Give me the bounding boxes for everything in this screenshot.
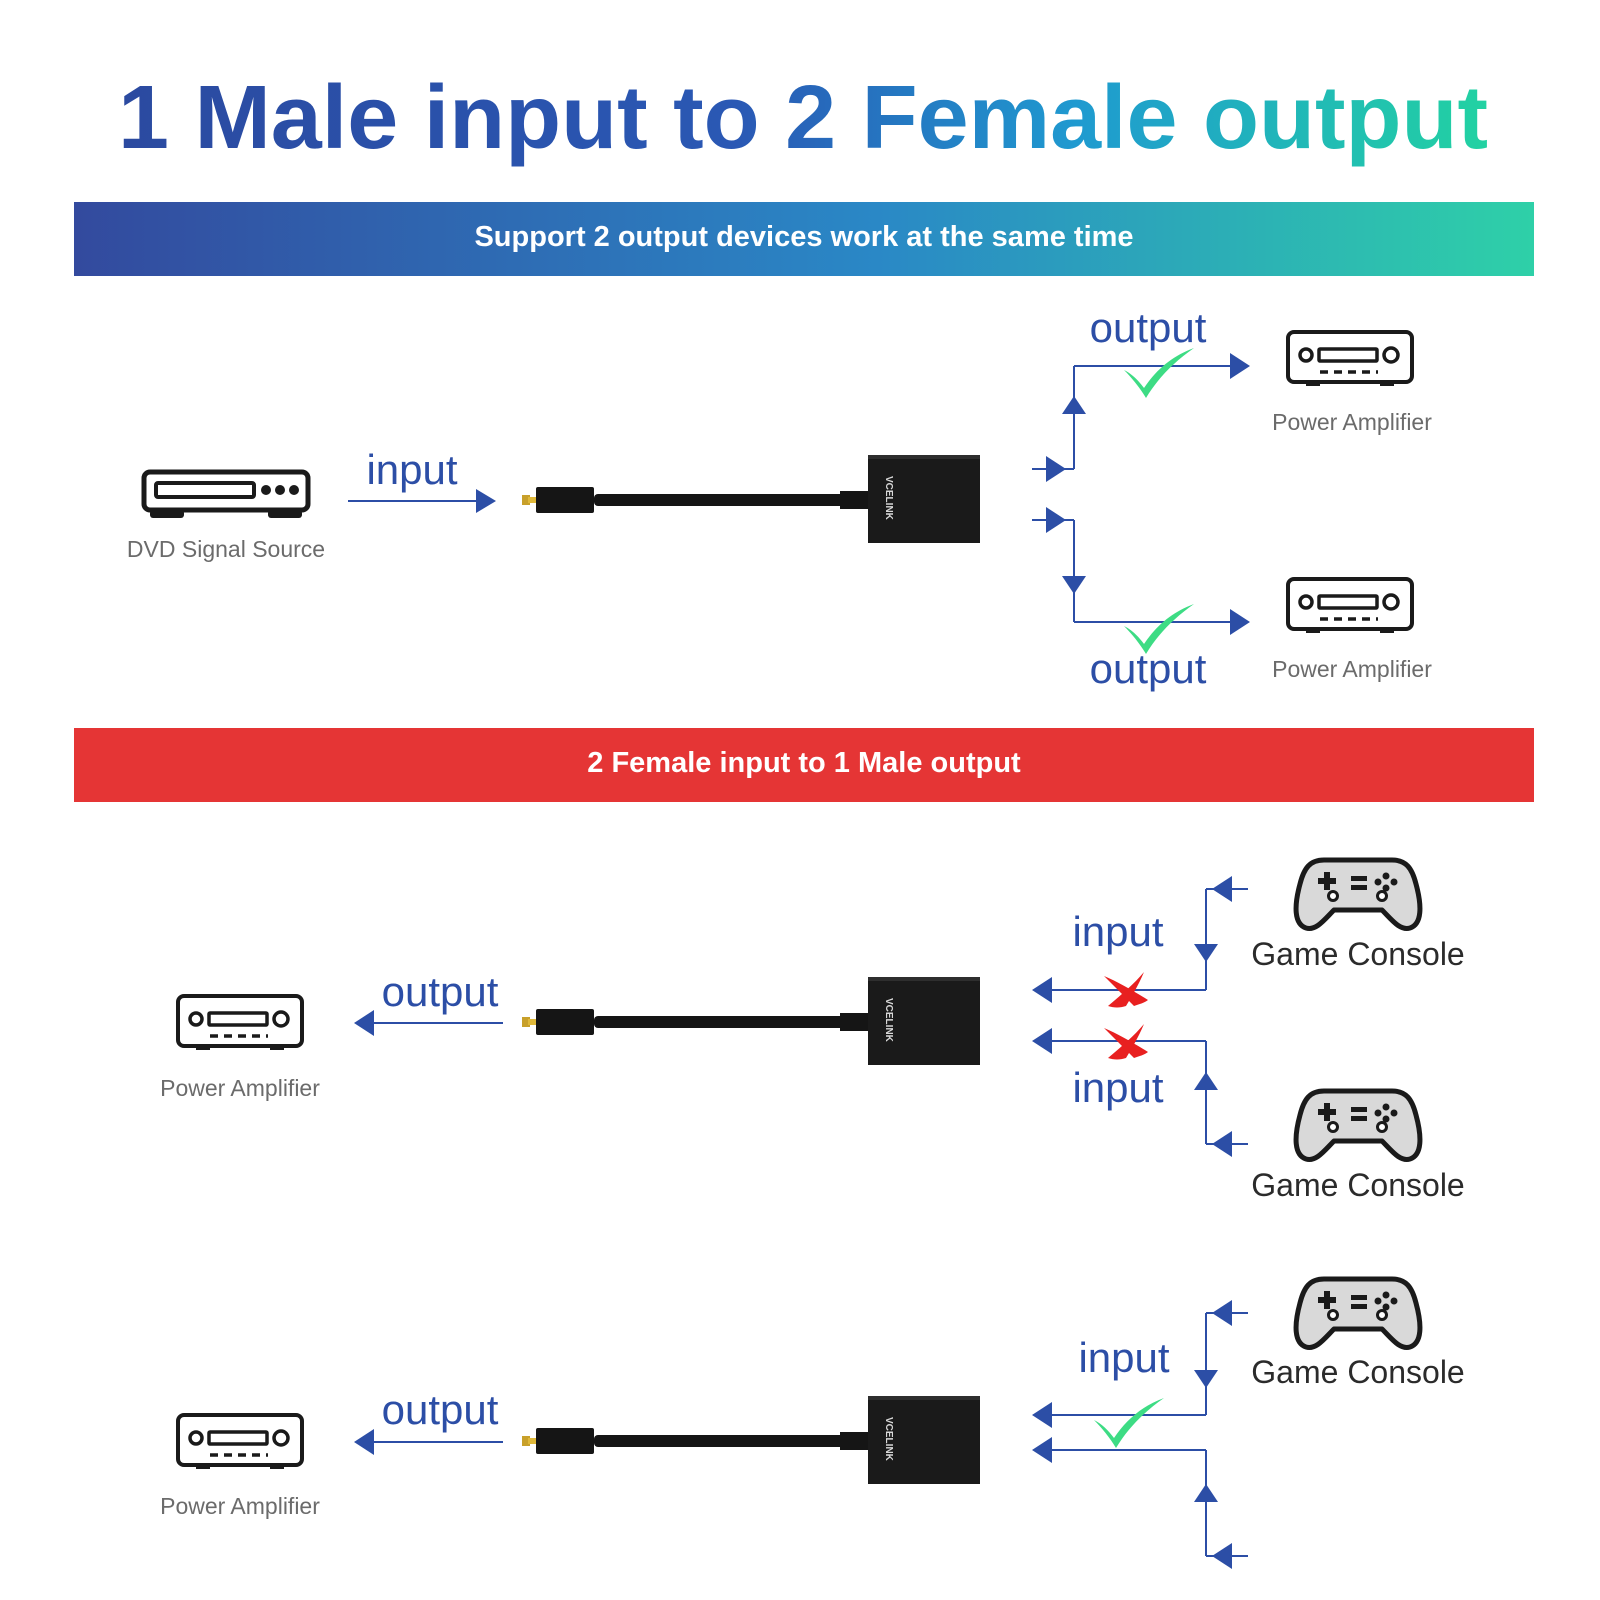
title-part-1: 1 Male input to 2	[118, 68, 862, 168]
splitter-cable-3	[522, 1396, 980, 1484]
section3-arrowheads	[1032, 1300, 1232, 1569]
section1-input-arrow	[348, 489, 496, 513]
game-console-icon	[1296, 1091, 1420, 1160]
cable-3-brand: VCELINK	[883, 1417, 894, 1462]
splitter-cable-2	[522, 977, 980, 1065]
amplifier-icon	[176, 994, 304, 1052]
section1-amplifier-label-top: Power Amplifier	[1272, 409, 1432, 435]
cable-2-brand: VCELINK	[883, 998, 894, 1043]
section1-amplifier-label-bottom: Power Amplifier	[1272, 656, 1432, 682]
section2-input-label-top: input	[1072, 908, 1163, 955]
game-console-icon	[1296, 1279, 1420, 1348]
amplifier-icon	[1286, 330, 1414, 388]
section1-output-label-top: output	[1090, 304, 1207, 351]
banner-top-text: Support 2 output devices work at the sam…	[474, 221, 1133, 253]
section3-console-label: Game Console	[1251, 1354, 1464, 1390]
banner-top	[74, 202, 1534, 276]
section2-console-label-bottom: Game Console	[1251, 1167, 1464, 1203]
amplifier-icon	[176, 1413, 304, 1471]
section3-output-arrow	[354, 1429, 503, 1455]
banner-bottom	[74, 728, 1534, 802]
section1-output-branches	[1032, 365, 1232, 623]
dvd-source-label: DVD Signal Source	[127, 536, 325, 562]
section2-console-label-top: Game Console	[1251, 936, 1464, 972]
section2-output-arrow	[354, 1010, 503, 1036]
section2-arrowheads	[1032, 876, 1232, 1157]
check-icon	[1124, 348, 1194, 398]
section1-arrowheads	[1046, 353, 1250, 635]
section2-input-label-bottom: input	[1072, 1064, 1163, 1111]
dvd-player-icon	[144, 472, 308, 518]
banner-bottom-text: 2 Female input to 1 Male output	[587, 747, 1021, 779]
splitter-cable-1	[522, 455, 980, 543]
page-title: 1 Male input to 2 Female output	[118, 68, 1488, 168]
check-icon	[1094, 1398, 1164, 1448]
section2-output-label: output	[382, 968, 499, 1015]
amplifier-icon	[1286, 577, 1414, 635]
section1-output-label-bottom: output	[1090, 645, 1207, 692]
section3-amplifier-label: Power Amplifier	[160, 1493, 320, 1519]
section3-input-label: input	[1078, 1334, 1169, 1381]
section2-amplifier-label: Power Amplifier	[160, 1075, 320, 1101]
game-console-icon	[1296, 860, 1420, 929]
cable-1-brand: VCELINK	[883, 476, 894, 521]
section3-output-label: output	[382, 1386, 499, 1433]
section1-input-label: input	[366, 446, 457, 493]
title-part-2: Female output	[862, 68, 1488, 168]
